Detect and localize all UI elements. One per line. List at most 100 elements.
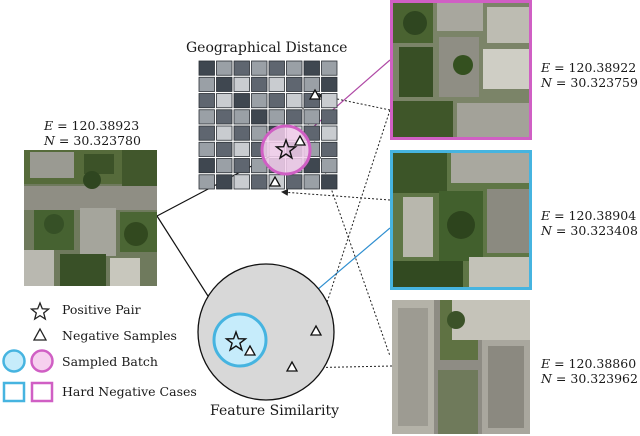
grid-cell	[198, 174, 215, 190]
reference-image-2	[390, 150, 532, 290]
legend-negative-samples: Negative Samples	[62, 328, 177, 343]
geo-grid-markers	[260, 88, 322, 187]
grid-cell	[233, 93, 250, 109]
grid-cell	[286, 93, 303, 109]
query-e-label: E	[44, 118, 54, 133]
grid-cell	[198, 93, 215, 109]
geo-distance-title: Geographical Distance	[186, 40, 348, 56]
grid-cell	[216, 174, 233, 190]
query-n-value: = 30.323780	[58, 133, 141, 148]
grid-cell	[251, 93, 268, 109]
grid-cell	[268, 60, 285, 76]
dotted-line-2	[316, 109, 391, 331]
grid-cell	[198, 125, 215, 141]
grid-cell	[216, 93, 233, 109]
grid-cell	[251, 174, 268, 190]
ref2-e-value: = 120.38904	[554, 208, 637, 223]
grid-cell	[268, 76, 285, 92]
grid-cell	[251, 60, 268, 76]
legend-batch-circles	[2, 349, 54, 373]
ref1-n-row: N = 30.323759	[541, 75, 638, 90]
query-n-label: N	[44, 133, 55, 148]
grid-cell	[268, 93, 285, 109]
feature-positive-star-icon	[224, 329, 248, 352]
query-drone-image	[24, 150, 157, 286]
grid-cell	[198, 158, 215, 174]
legend-positive-pair: Positive Pair	[62, 302, 141, 317]
feature-similarity-space	[197, 263, 335, 401]
grid-cell	[251, 109, 268, 125]
ref3-e-label: E	[541, 356, 551, 371]
grid-cell	[303, 60, 320, 76]
legend-hard-negative: Hard Negative Cases	[62, 384, 197, 399]
grid-cell	[286, 174, 303, 190]
reference-2-coordinates: E = 120.38904 N = 30.323408	[541, 208, 638, 238]
grid-cell	[233, 60, 250, 76]
grid-cell	[216, 76, 233, 92]
reference-image-1	[390, 0, 532, 140]
grid-cell	[198, 76, 215, 92]
grid-cell	[233, 76, 250, 92]
ref3-n-row: N = 30.323962	[541, 371, 638, 386]
query-coordinates: E = 120.38923 N = 30.323780	[44, 118, 141, 148]
geo-triangle-icon-3	[268, 175, 282, 187]
grid-cell	[321, 141, 338, 157]
ref2-e-row: E = 120.38904	[541, 208, 638, 223]
ref3-e-value: = 120.38860	[554, 356, 637, 371]
ref1-e-row: E = 120.38922	[541, 60, 638, 75]
grid-cell	[216, 109, 233, 125]
feature-triangle-icon-1	[243, 344, 257, 356]
grid-cell	[321, 76, 338, 92]
grid-cell	[216, 158, 233, 174]
ref2-n-row: N = 30.323408	[541, 223, 638, 238]
reference-1-coordinates: E = 120.38922 N = 30.323759	[541, 60, 638, 90]
query-n-row: N = 30.323780	[44, 133, 141, 148]
ref1-n-value: = 30.323759	[555, 75, 638, 90]
grid-cell	[251, 76, 268, 92]
legend-star-icon	[30, 301, 50, 321]
ref2-n-label: N	[541, 223, 552, 238]
feature-triangle-icon-3	[285, 360, 299, 372]
ref3-n-label: N	[541, 371, 552, 386]
geo-sampled-batch-circle	[260, 124, 312, 176]
dotted-line-4	[281, 188, 391, 201]
grid-cell	[303, 76, 320, 92]
legend-hard-negative-boxes	[2, 381, 54, 403]
reference-image-3	[392, 300, 530, 434]
grid-cell	[216, 125, 233, 141]
legend-triangle-icon	[32, 327, 48, 341]
reference-3-coordinates: E = 120.38860 N = 30.323962	[541, 356, 638, 386]
grid-cell	[321, 158, 338, 174]
ref2-n-value: = 30.323408	[555, 223, 638, 238]
grid-cell	[268, 109, 285, 125]
geo-positive-star-icon	[274, 137, 298, 160]
feature-similarity-title: Feature Similarity	[210, 403, 340, 419]
geo-triangle-icon-2	[293, 134, 307, 146]
feature-sampled-batch-circle	[212, 312, 268, 368]
ref3-e-row: E = 120.38860	[541, 356, 638, 371]
grid-cell	[286, 109, 303, 125]
grid-cell	[233, 158, 250, 174]
grid-cell	[233, 109, 250, 125]
grid-cell	[321, 60, 338, 76]
grid-cell	[233, 141, 250, 157]
legend: Positive Pair Negative Samples Sampled B…	[0, 298, 200, 410]
grid-cell	[321, 125, 338, 141]
query-e-value: = 120.38923	[57, 118, 140, 133]
grid-cell	[233, 174, 250, 190]
grid-cell	[321, 93, 338, 109]
ref1-n-label: N	[541, 75, 552, 90]
grid-cell	[286, 76, 303, 92]
grid-cell	[198, 141, 215, 157]
grid-cell	[321, 109, 338, 125]
query-e-row: E = 120.38923	[44, 118, 141, 133]
grid-cell	[321, 174, 338, 190]
grid-cell	[286, 60, 303, 76]
grid-cell	[216, 141, 233, 157]
ref1-e-value: = 120.38922	[554, 60, 637, 75]
grid-cell	[303, 109, 320, 125]
grid-cell	[198, 60, 215, 76]
ref1-e-label: E	[541, 60, 551, 75]
legend-sampled-batch: Sampled Batch	[62, 354, 158, 369]
grid-cell	[233, 125, 250, 141]
